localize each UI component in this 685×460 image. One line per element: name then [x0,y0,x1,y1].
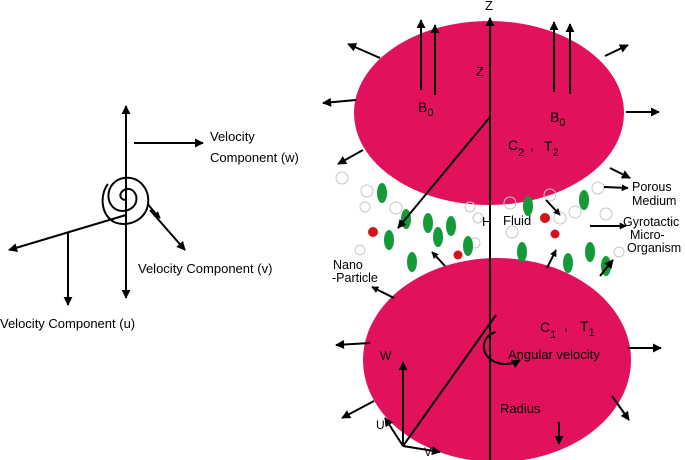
micro-organism [384,230,394,250]
lower-concentration-label: C1 [540,319,556,341]
porous-dot [503,196,517,210]
porous-dot [360,184,374,198]
h-label: H [482,214,491,229]
velocity-v-arrow [149,209,186,251]
upper-disk-arrow-nw [347,43,381,59]
upper-disk-arrow-se [609,167,631,179]
gyro-label-line1: Gyrotactic [623,215,679,229]
nano-particle [368,227,378,237]
spiral-icon [101,176,150,225]
nano-label-line2: -Particle [332,271,378,285]
micro-organism [446,216,456,236]
angular-velocity-label: Angular velocity [508,347,600,362]
u-axis-label: U [376,418,385,432]
angular-velocity-arrow [482,331,521,369]
b0-right-label: B0 [550,109,565,129]
upper-radius-arrow [397,116,491,229]
upper-disk-arrow-sw [337,149,364,165]
b0-left-label: B0 [418,99,433,119]
porous-dot [599,207,613,221]
fluid-arrow-1 [431,251,446,267]
porous-dot [568,205,582,219]
fluid-label: Fluid [503,213,531,228]
micro-organism [579,190,589,210]
u-axis-arrow [384,417,404,447]
porous-dot [543,188,557,202]
micro-organism [517,242,527,262]
porous-dot [591,181,605,195]
micro-organism [463,236,473,256]
gyro-label-line2: Micro- [630,228,665,242]
spiral-tail [147,203,161,219]
velocity-w-label-line1: Velocity [210,129,255,144]
micro-organism [523,196,533,216]
gyrotactic-micro-organisms [377,183,611,276]
z-axis-inner-label: Z [476,64,484,79]
lower-disk-arrow-ne [599,259,614,277]
lower-disk-arrow-se [611,395,630,421]
nano-particles [368,213,560,260]
nano-particle [540,213,550,223]
z-axis-top-label: Z [485,0,493,13]
porous-medium-dots [335,171,625,258]
upper-disk-arrow-w [322,97,357,107]
micro-organism [585,242,595,262]
porous-pointer-arrow [603,184,629,192]
micro-organism [563,253,573,273]
nano-particle [453,250,463,260]
lower-disk-arrow-w [335,340,371,350]
nano-particle [550,229,560,239]
porous-dot [359,201,371,213]
upper-disk-arrow-ne [604,44,629,57]
porous-label-line1: Porous [632,180,672,194]
velocity-u-label: Velocity Component (u) [0,316,135,331]
nano-label-line1: Nano [333,258,363,272]
porous-dot [472,212,484,224]
fluid-arrow-2 [546,249,557,269]
porous-dot [505,225,519,239]
porous-dot [613,246,625,258]
lower-temperature-label: T1 [580,318,595,339]
v-axis-arrow [402,445,441,456]
lower-radius-line [402,314,497,447]
velocity-v-label: Velocity Component (v) [138,261,272,276]
gyro-label-line3: Organism [627,241,681,255]
micro-organism [407,252,417,272]
micro-organism [423,213,433,233]
porous-dot [335,171,349,185]
fluid-arrow-3 [545,199,561,216]
upper-concentration-label: C2 [508,137,524,159]
v-axis-label: V [424,445,432,459]
micro-organism [377,183,387,203]
porous-dot [464,201,476,213]
axis-lines [322,17,662,460]
velocity-component-diagram [8,105,204,306]
upper-temperature-label: T2 [544,138,559,159]
micro-organism [433,227,443,247]
velocity-w-label-line2: Component (w) [210,150,299,165]
radius-label: Radius [500,401,541,416]
porous-dot [354,244,366,256]
lower-comma: , [564,317,568,333]
lower-disk-arrow-sw [341,400,375,419]
porous-dot [389,201,403,215]
nano-pointer-arrow [371,286,395,299]
upper-comma: , [530,137,534,153]
porous-label-line2: Medium [632,194,676,208]
w-axis-label: W [380,349,392,363]
